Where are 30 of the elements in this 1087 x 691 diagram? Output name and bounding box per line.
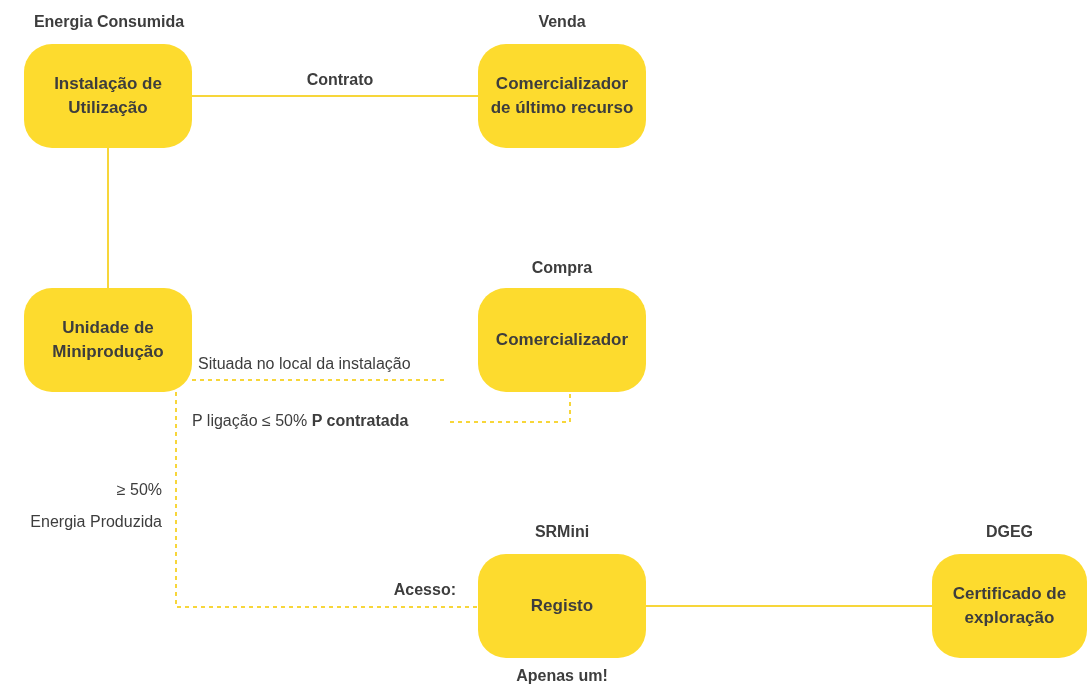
box-text: Certificado de exploração: [951, 583, 1068, 629]
edge-label: Contrato: [304, 71, 376, 88]
node-caption: SRMini: [534, 523, 590, 540]
rounded-box: [24, 288, 192, 392]
box-text: Unidade de Miniprodução: [51, 317, 165, 363]
annotation-text: Energia Produzida: [30, 513, 162, 530]
rounded-box: [932, 554, 1087, 658]
annotation-text: ≥ 50%: [116, 481, 162, 498]
node-caption: Venda: [538, 13, 586, 30]
node-caption: Energia Consumida: [33, 13, 185, 30]
box-text: Registo: [530, 595, 594, 617]
box-text: Comercializador: [495, 329, 629, 351]
rounded-box: [478, 44, 646, 148]
node-caption: Apenas um!: [516, 667, 608, 684]
connector-line: [107, 147, 109, 289]
rounded-box: [478, 288, 646, 392]
edge-label: Acesso:: [391, 581, 458, 598]
edge-label: P ligação ≤ 50% P contratada: [190, 412, 411, 429]
box-text: Comercializador de último recurso: [489, 73, 635, 119]
dashed-connector: [175, 391, 479, 608]
rounded-box: [24, 44, 192, 148]
dashed-connector: [191, 379, 446, 381]
edge-label: Situada no local da instalação: [196, 355, 413, 372]
connector-line: [191, 95, 479, 97]
node-caption: DGEG: [985, 523, 1034, 540]
connector-line: [645, 605, 933, 607]
dashed-connector: [449, 391, 571, 423]
box-text: Instalação de Utilização: [53, 73, 163, 119]
node-caption: Compra: [531, 259, 593, 276]
rounded-box: [478, 554, 646, 658]
